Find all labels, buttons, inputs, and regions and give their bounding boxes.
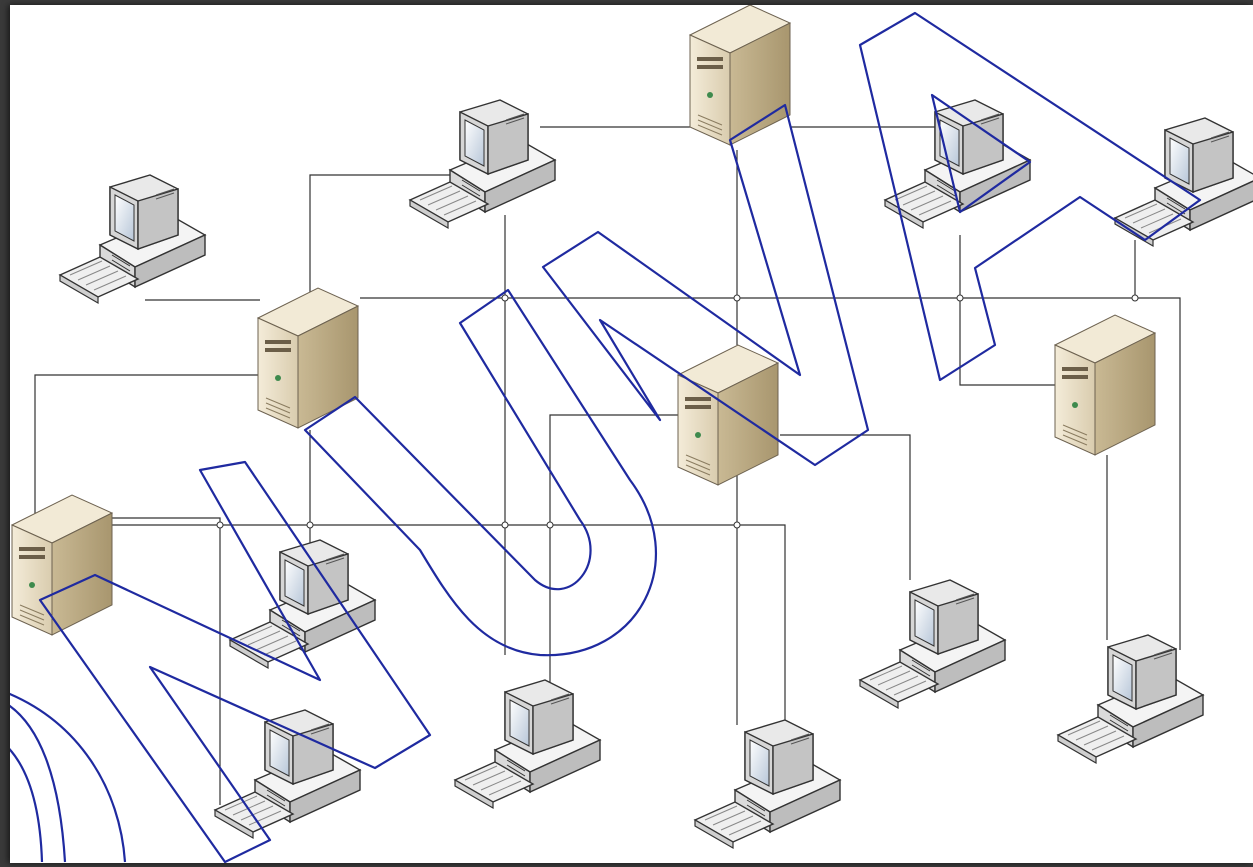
- workstation-icon: [454, 679, 601, 809]
- server-top-icon: [689, 5, 791, 146]
- workstation-icon: [1114, 117, 1253, 247]
- workstation-icon: [59, 174, 206, 304]
- workstation-icon: [859, 579, 1006, 709]
- server-bottom-left-icon: [11, 494, 113, 636]
- server-center-icon: [677, 344, 779, 486]
- server-left-icon: [257, 287, 359, 429]
- workstation-icon: [409, 99, 556, 229]
- workstation-icon: [884, 99, 1031, 229]
- network-connectors: [34, 126, 1181, 805]
- workstation-icon: [694, 719, 841, 849]
- watermark: [10, 11, 1202, 863]
- workstation-icon: [1057, 634, 1204, 764]
- diagram-canvas: [10, 5, 1253, 863]
- server-right-icon: [1054, 314, 1156, 456]
